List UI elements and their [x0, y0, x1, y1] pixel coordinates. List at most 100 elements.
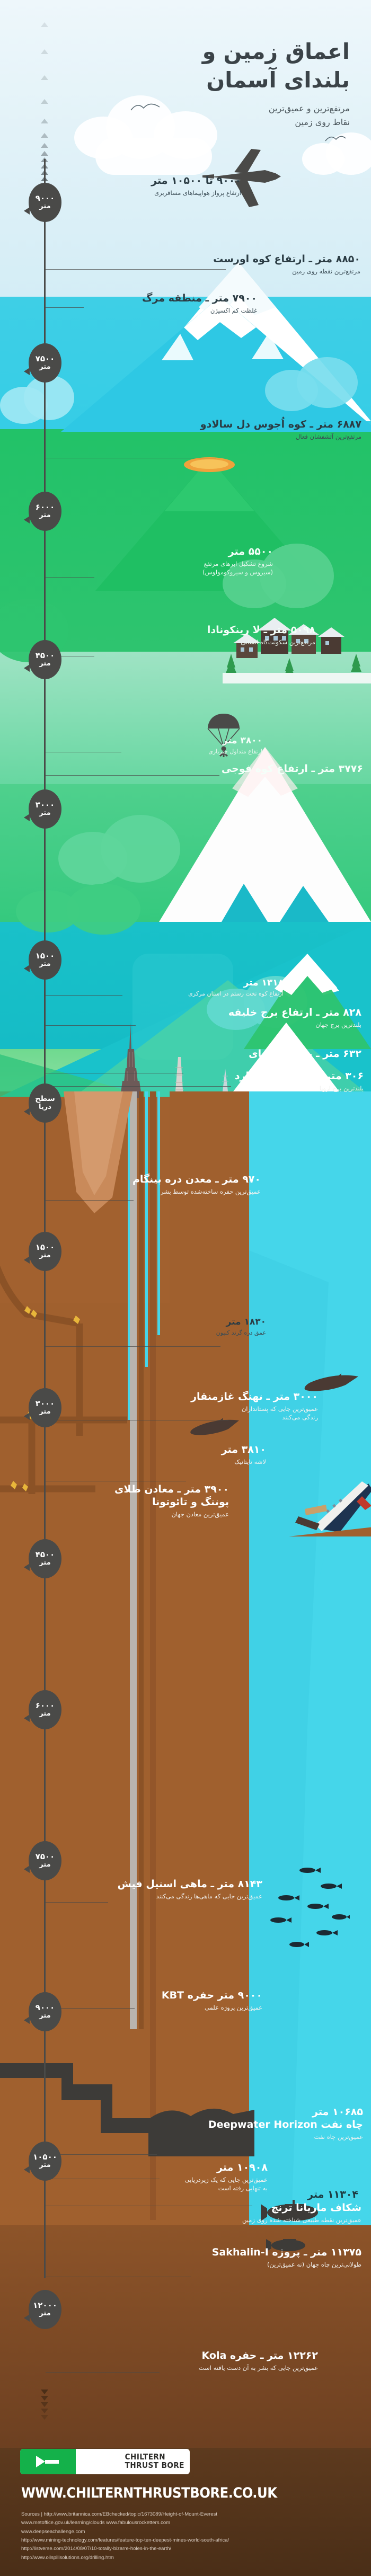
company-logo[interactable]: CHILTERN THRUST BORE [20, 2449, 190, 2474]
altitude-marker-unit: متر [39, 511, 51, 520]
borehole-pipe-dark [139, 1091, 144, 2029]
depth-entry-title: ۱۲۲۶۲ متر ـ حفره Kola [201, 2350, 318, 2361]
logo-arrow-block [20, 2449, 76, 2474]
altitude-marker-unit: متر [39, 660, 51, 668]
deep-soil-band [0, 2225, 371, 2448]
depth-entry-title: ۱۰۹۰۸ متر [217, 2162, 268, 2173]
borehole-pipe-grey [130, 1091, 137, 2029]
depth-entry-subtitle: عمیق‌ترین نقطه طبیعی شناخته شده روی زمین [242, 2216, 361, 2224]
depth-entry-title: ۸۲۸ متر ـ ارتفاع برج خلیفه [228, 1007, 361, 1018]
depth-entry-subtitle: بلندترین برج اروپا [319, 1084, 364, 1092]
depth-entry-title: ۵۵۰۰ متر [228, 546, 273, 557]
depth-entry-subtitle: ارتفاع متداول چتربازی [208, 748, 262, 756]
leader-line-19 [46, 2154, 157, 2155]
altitude-marker-unit: متر [39, 1710, 51, 1718]
fish-school-icon [270, 1868, 350, 1947]
altitude-marker-unit: متر [39, 1251, 51, 1260]
logo-bar-shape [45, 2459, 59, 2464]
depth-entry-subtitle: مرتفع‌ترین نقطه روی زمین [292, 267, 360, 275]
depth-entry-title: ۶۳۲ متر ـ برج شانگهای [249, 1048, 361, 1060]
submarine-icon [261, 2200, 318, 2221]
borehole-pipe-cyan-3 [157, 1091, 160, 1335]
logo-line-1: CHILTERN [125, 2452, 166, 2462]
submarine-icon-2 [266, 2239, 305, 2252]
altitude-marker-value: ۷۵۰۰ [35, 354, 55, 364]
altitude-marker-value: ۱۲۰۰۰ [33, 2300, 57, 2311]
beaked-whale-icon-2 [190, 1418, 239, 1435]
website-url[interactable]: WWW.CHILTERNTHRUSTBORE.CO.UK [21, 2485, 277, 2501]
altitude-marker-value: ۳۰۰۰ [35, 800, 55, 810]
depth-entry-title: ۹۰۰۰ تا ۱۰۵۰۰ متر [151, 175, 241, 186]
source-line-5: http://www.oilspillsolutions.org/drillin… [21, 2554, 114, 2561]
source-line-1: www.metoffice.gov.uk/learning/clouds www… [21, 2520, 171, 2526]
altitude-marker-value: ۶۰۰۰ [35, 502, 55, 512]
depth-entry-subtitle: عمیق‌ترین جایی که بشر به آن دست یافته اس… [198, 2364, 318, 2371]
snow-village [223, 618, 371, 683]
depth-entry-subtitle: طولانی‌ترین چاه جهان (نه عمیق‌ترین) [267, 2260, 361, 2268]
altitude-marker-value: ۷۵۰۰ [35, 1852, 55, 1862]
depth-entry-subtitle: مرتفع‌ترین سکونت‌گاه انسانی [241, 638, 315, 646]
snowcap-peak [244, 954, 371, 1049]
ruler-triangles-bottom [38, 2390, 51, 2421]
depth-entry-subtitle: شروع تشکیل ابرهای مرتفع(سیروس و سیروکومو… [202, 559, 273, 576]
source-line-4: http://listverse.com/2014/08/07/10-total… [21, 2546, 172, 2552]
altitude-marker-value: ۴۵۰۰ [35, 651, 55, 661]
subtitle-line-1: مرتفع‌ترین و عمیق‌ترین [268, 103, 350, 114]
altitude-marker-unit: متر [39, 1408, 51, 1416]
small-peak [233, 1023, 339, 1091]
depth-entry-title: ۹۰۰۰ متر حفره KBT [161, 1989, 262, 2001]
bird-icon [130, 103, 160, 111]
depth-entry-subtitle: عمق دره گرند کنیون [216, 1329, 266, 1337]
depth-entry-subtitle: مرتفع‌ترین آتشفشان فعال [295, 432, 361, 440]
source-line-3: http://www.mining-technology.com/feature… [21, 2537, 229, 2543]
depth-entry-subtitle: عمیق‌ترین پروژه علمی [205, 2003, 262, 2011]
altitude-marker-value: سطح [35, 1094, 55, 1103]
depth-entry-subtitle: عمیق‌ترین حفره ساخته‌شده توسط بشر [160, 1187, 261, 1195]
ocean-trench [170, 1091, 371, 2225]
depth-entry-18: ۹۰۰۰ متر حفره KBT عمیق‌ترین پروژه علمی [103, 1989, 262, 2012]
altitude-marker-unit: متر [39, 2161, 51, 2170]
leader-line-17 [46, 1902, 108, 1903]
altitude-marker-unit: متر [39, 363, 51, 371]
altitude-marker-unit: متر [39, 809, 51, 818]
depth-entry-subtitle: عمیق‌ترین چاه نفت [314, 2133, 363, 2140]
sources-list: Sources | http://www.britannica.com/EBch… [21, 2510, 350, 2562]
borehole-pipe-cyan-1 [128, 1091, 130, 1420]
leader-line-2 [46, 307, 84, 308]
altitude-marker-value: ۶۰۰۰ [35, 1701, 55, 1711]
altitude-marker-value: ۱۵۰۰ [35, 1242, 55, 1253]
beaked-whale-icon [304, 1373, 358, 1391]
depth-entry-subtitle: بلندترین برج جهان [315, 1020, 361, 1028]
depth-entry-subtitle: ارتفاع پرواز هواپیماهای مسافربری [154, 189, 241, 197]
depth-entry-10: ۶۳۲ متر ـ برج شانگهای [176, 1048, 361, 1061]
depth-entry-6: ۳۸۰۰ متر ارتفاع متداول چتربازی [122, 735, 262, 756]
subtitle-line-2: نقاط روی زمین [295, 117, 350, 127]
depth-entry-title: ۱۳۱۸ متر [243, 978, 284, 988]
borehole-pipe-brown [150, 1091, 156, 2220]
title-line-2: بلندای آسمان [206, 67, 350, 93]
leader-line-4 [46, 577, 94, 578]
leader-line-13 [46, 1346, 220, 1347]
leader-line-11 [46, 1086, 231, 1087]
seafloor-silhouette [148, 2108, 254, 2156]
depth-entry-title: ۳۸۰۰ متر [222, 735, 262, 746]
arrow-right-icon [36, 2456, 45, 2467]
